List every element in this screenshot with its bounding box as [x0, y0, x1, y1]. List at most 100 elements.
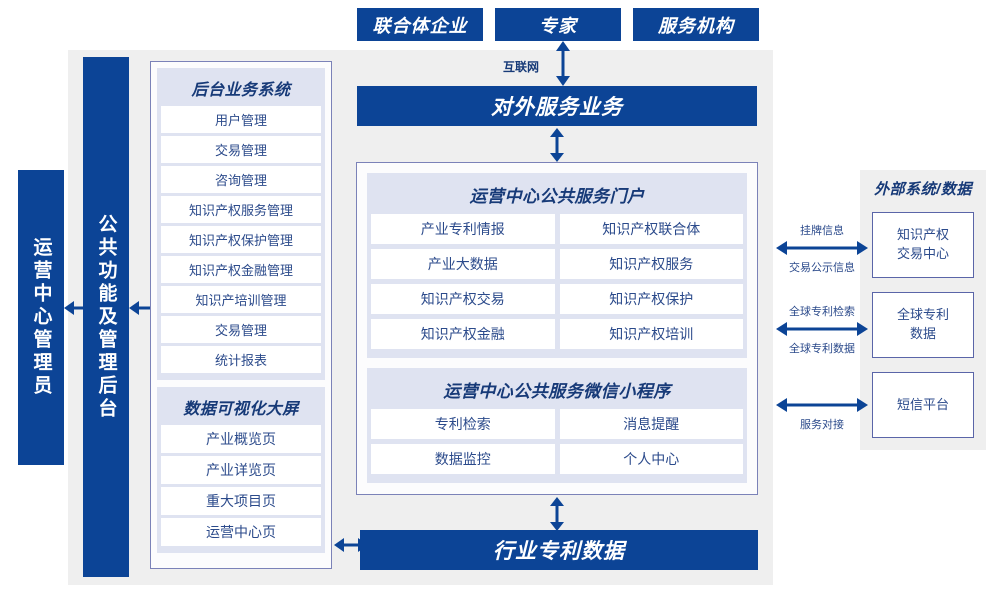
mini-program-item-label: 数据监控 [434, 451, 491, 467]
external-connector-1-bottom-label: 交易公示信息 [789, 262, 855, 274]
external-connector-2-bottom-label: 全球专利数据 [789, 343, 855, 355]
rail-common-function-backend[interactable]: 公共功能及管理后台 [83, 57, 129, 577]
public-portal-item-label: 知识产权培训 [609, 326, 694, 342]
top-actor-union-enterprise[interactable]: 联合体企业 [357, 8, 483, 41]
backend-system-item-label: 交易管理 [214, 323, 267, 338]
public-portal-group: 运营中心公共服务门户 产业专利情报 知识产权联合体产业大数据 知识产权服务知识产权交… [367, 173, 747, 358]
public-portal-item-row: 知识产权金融 知识产权培训 [371, 319, 743, 349]
data-visualization-item[interactable]: 产业详览页 [161, 456, 321, 484]
mini-program-item[interactable]: 专利检索 [371, 409, 555, 439]
public-portal-item-label: 产业大数据 [427, 256, 498, 272]
internet-label: 互联网 [502, 60, 539, 74]
public-portal-item[interactable]: 知识产权金融 [371, 319, 555, 349]
data-visualization-list: 产业概览页产业详览页重大项目页运营中心页 [161, 425, 321, 546]
top-actor-label: 服务机构 [658, 15, 734, 36]
top-actor-label: 联合体企业 [372, 15, 468, 36]
backend-system-item[interactable]: 知识产权金融管理 [161, 256, 321, 283]
data-visualization-item-label: 运营中心页 [206, 524, 276, 540]
rail-label: 运营中心管理员 [30, 237, 52, 398]
external-system-line2: 数据 [909, 326, 936, 341]
external-system-line1: 短信平台 [896, 396, 949, 412]
public-portal-title: 运营中心公共服务门户 [469, 187, 645, 206]
public-portal-item-row: 产业大数据 知识产权服务 [371, 249, 743, 279]
mini-program-item[interactable]: 消息提醒 [559, 409, 743, 439]
public-portal-item[interactable]: 产业大数据 [371, 249, 555, 279]
backend-system-item-label: 咨询管理 [214, 173, 267, 188]
external-system-ip-trading-center[interactable]: 知识产权 交易中心 [872, 212, 974, 278]
backend-system-item[interactable]: 知识产权保护管理 [161, 226, 321, 253]
backend-system-item[interactable]: 统计报表 [161, 346, 321, 373]
public-portal-item[interactable]: 知识产权服务 [559, 249, 743, 279]
mini-program-rows: 专利检索 消息提醒数据监控 个人中心 [371, 409, 743, 474]
public-portal-item-row: 产业专利情报 知识产权联合体 [371, 214, 743, 244]
portal-to-data-arrow-icon [546, 497, 568, 531]
public-portal-item-label: 知识产权保护 [609, 291, 694, 307]
public-portal-item-label: 知识产权交易 [420, 291, 505, 307]
backend-system-list: 用户管理交易管理咨询管理知识产权服务管理知识产权保护管理知识产权金融管理知识产培… [161, 106, 321, 373]
backend-system-item[interactable]: 知识产权服务管理 [161, 196, 321, 223]
portal-column-container: 运营中心公共服务门户 产业专利情报 知识产权联合体产业大数据 知识产权服务知识产权交… [356, 162, 758, 495]
rail-operation-center-admin[interactable]: 运营中心管理员 [18, 170, 64, 465]
data-visualization-item[interactable]: 产业概览页 [161, 425, 321, 453]
external-connector-2-arrow-icon [776, 319, 868, 339]
data-visualization-item-label: 产业概览页 [206, 431, 276, 447]
top-actor-label: 专家 [539, 15, 577, 36]
data-visualization-title: 数据可视化大屏 [183, 401, 299, 418]
external-connector-3-bottom-label: 服务对接 [800, 419, 844, 431]
backend-column-container: 后台业务系统 用户管理交易管理咨询管理知识产权服务管理知识产权保护管理知识产权金… [150, 61, 332, 569]
external-service-bar[interactable]: 对外服务业务 [357, 86, 757, 126]
backend-system-title: 后台业务系统 [191, 82, 291, 99]
backend-system-item-label: 交易管理 [214, 143, 267, 158]
data-visualization-group: 数据可视化大屏 产业概览页产业详览页重大项目页运营中心页 [157, 387, 325, 553]
backend-system-group: 后台业务系统 用户管理交易管理咨询管理知识产权服务管理知识产权保护管理知识产权金… [157, 68, 325, 380]
data-visualization-item-label: 产业详览页 [206, 462, 276, 478]
data-visualization-item[interactable]: 运营中心页 [161, 518, 321, 546]
mini-program-item-label: 专利检索 [434, 416, 491, 432]
backend-system-item-label: 知识产权保护管理 [188, 233, 293, 248]
external-connector-1-top-label: 挂牌信息 [800, 225, 844, 237]
backend-system-item[interactable]: 交易管理 [161, 316, 321, 343]
external-system-sms-platform[interactable]: 短信平台 [872, 372, 974, 438]
backend-system-item[interactable]: 交易管理 [161, 136, 321, 163]
public-portal-item[interactable]: 知识产权交易 [371, 284, 555, 314]
external-systems-title: 外部系统/数据 [874, 181, 972, 198]
mini-program-item-row: 数据监控 个人中心 [371, 444, 743, 474]
external-connector-2-top-label: 全球专利检索 [789, 306, 855, 318]
industry-patent-data-bar[interactable]: 行业专利数据 [360, 530, 758, 570]
rail-label: 公共功能及管理后台 [95, 213, 117, 421]
public-portal-item-label: 知识产权服务 [609, 256, 694, 272]
mini-program-item-label: 个人中心 [623, 451, 680, 467]
public-portal-item[interactable]: 知识产权联合体 [559, 214, 743, 244]
backend-system-item[interactable]: 咨询管理 [161, 166, 321, 193]
public-portal-item-label: 知识产权联合体 [602, 221, 701, 237]
backend-system-item-label: 知识产培训管理 [195, 293, 287, 308]
top-actor-expert[interactable]: 专家 [495, 8, 621, 41]
public-portal-item[interactable]: 产业专利情报 [371, 214, 555, 244]
backend-system-item-label: 统计报表 [214, 353, 267, 368]
data-visualization-item[interactable]: 重大项目页 [161, 487, 321, 515]
external-connector-3-arrow-icon [776, 395, 868, 415]
public-portal-item[interactable]: 知识产权保护 [559, 284, 743, 314]
external-system-global-patent-data[interactable]: 全球专利 数据 [872, 292, 974, 358]
public-portal-item-row: 知识产权交易 知识产权保护 [371, 284, 743, 314]
mini-program-item[interactable]: 个人中心 [559, 444, 743, 474]
internet-arrow-icon [552, 41, 574, 86]
top-actor-service-agency[interactable]: 服务机构 [633, 8, 759, 41]
external-service-label: 对外服务业务 [491, 96, 623, 119]
data-visualization-item-label: 重大项目页 [206, 493, 276, 509]
mini-program-item-label: 消息提醒 [623, 416, 680, 432]
mini-program-group: 运营中心公共服务微信小程序 专利检索消息提醒数据监控个人中心 [367, 368, 747, 483]
public-portal-item-label: 知识产权金融 [420, 326, 505, 342]
industry-data-label: 行业专利数据 [493, 540, 625, 563]
external-connector-1-arrow-icon [776, 238, 868, 258]
service-to-portal-arrow-icon [546, 128, 568, 162]
public-portal-item-label: 产业专利情报 [420, 221, 505, 237]
backend-system-item-label: 知识产权服务管理 [188, 203, 293, 218]
mini-program-item-row: 专利检索 消息提醒 [371, 409, 743, 439]
mini-program-item[interactable]: 数据监控 [371, 444, 555, 474]
backend-system-item[interactable]: 用户管理 [161, 106, 321, 133]
public-portal-item[interactable]: 知识产权培训 [559, 319, 743, 349]
backend-system-item[interactable]: 知识产培训管理 [161, 286, 321, 313]
public-portal-rows: 产业专利情报知识产权联合体产业大数据知识产权服务知识产权交易知识产权保护知识产权… [371, 214, 743, 349]
